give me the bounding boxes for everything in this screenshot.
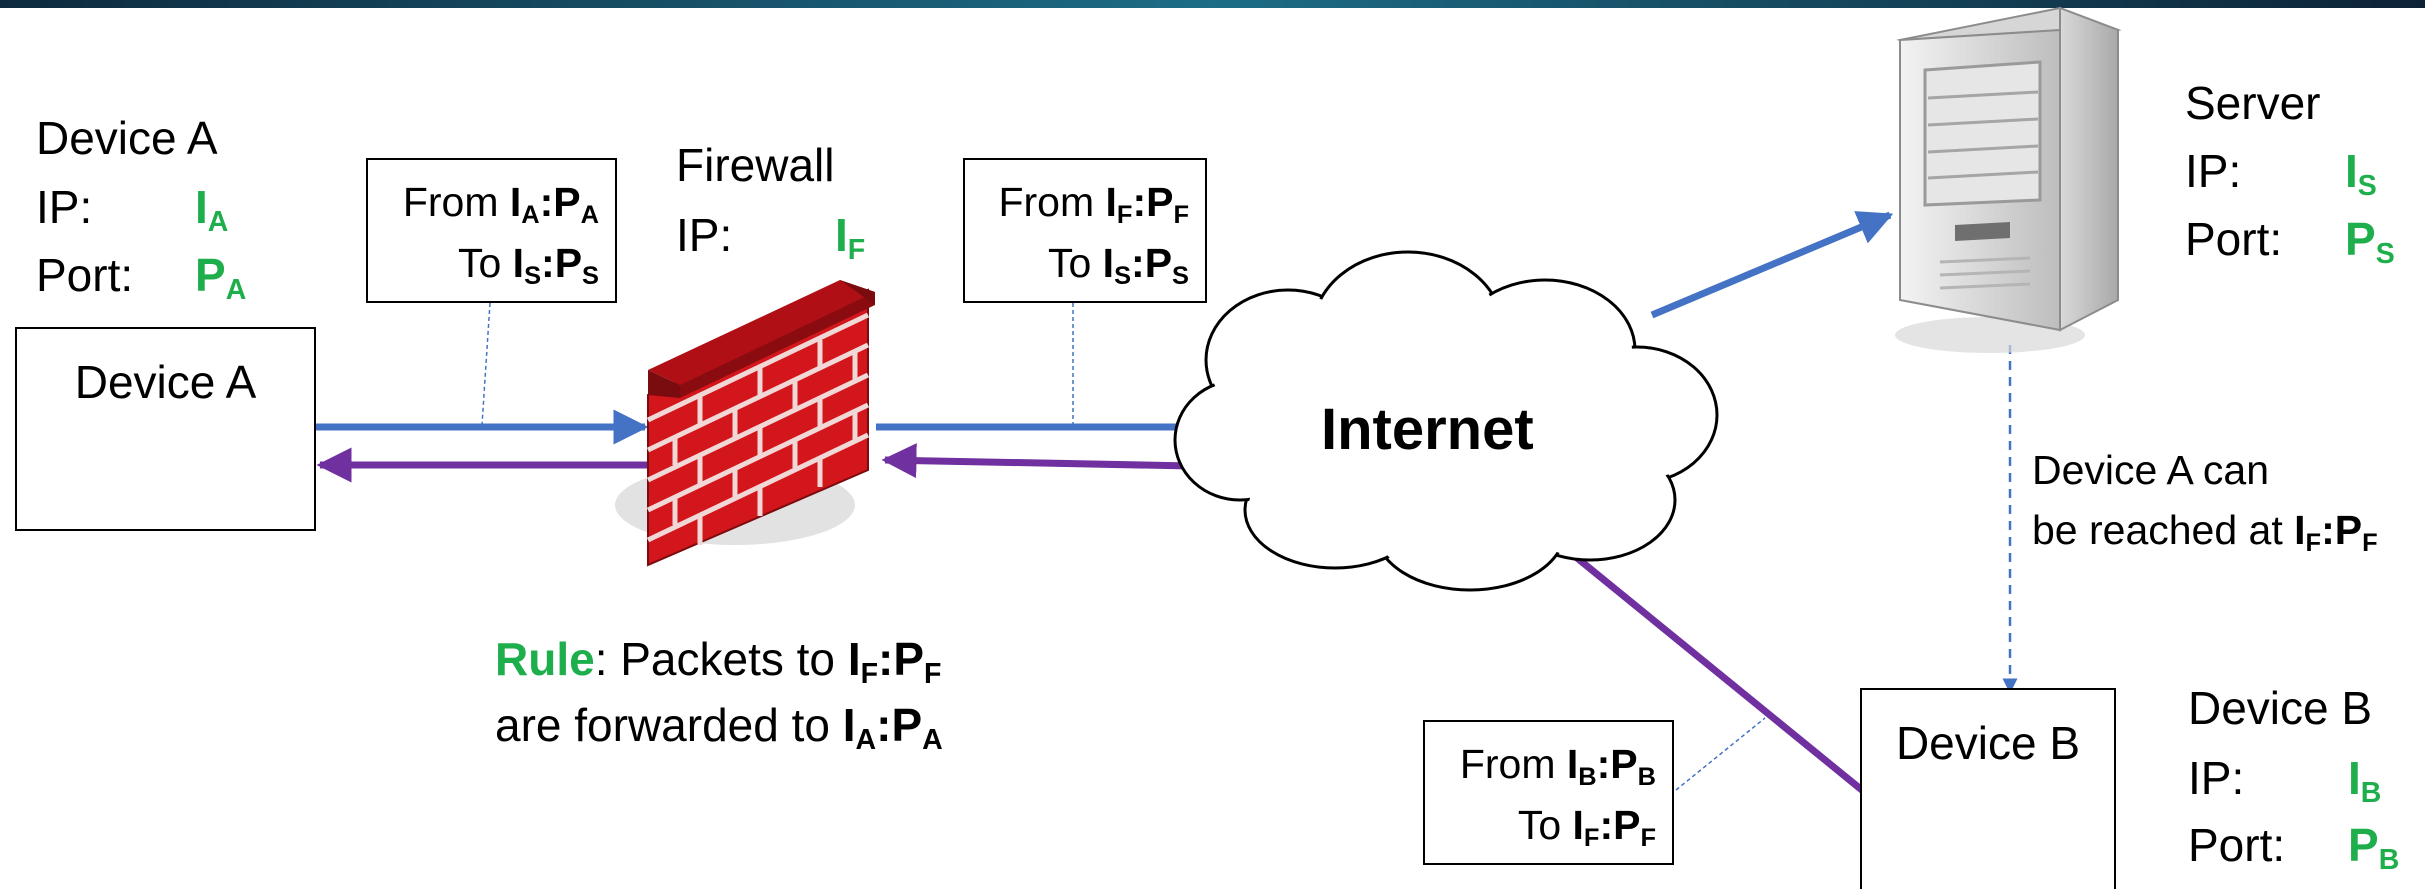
device-b-port-value: PB: [2348, 819, 2400, 876]
device-a-port-value: PA: [195, 249, 247, 306]
internet-cloud: [1173, 250, 1719, 592]
packet1-to: To IS:PS: [457, 240, 599, 291]
device-a-name: Device A: [36, 112, 218, 164]
packet2-box: From IF:PF To IS:PS: [963, 158, 1207, 303]
top-banner-strip: [0, 0, 2425, 8]
server-ip-label: IP:: [2185, 145, 2242, 197]
packet1-connector: [481, 302, 491, 426]
server-name: Server: [2185, 77, 2321, 129]
server-port-label: Port:: [2185, 213, 2283, 265]
server-tower-icon: [1895, 6, 2122, 353]
packet3-to: To IF:PF: [1517, 802, 1656, 853]
arrow-internet-to-firewall: [881, 443, 1193, 479]
device-b-ip-value: IB: [2348, 752, 2382, 809]
packet1-box: From IA:PA To IS:PS: [366, 158, 617, 303]
device-b-ip-label: IP:: [2188, 752, 2245, 804]
packet2-from: From IF:PF: [998, 179, 1189, 230]
packet2-to: To IS:PS: [1047, 240, 1189, 291]
forwarding-rule-line1: Rule: Packets to IF:PF: [495, 633, 942, 690]
device-a-box-title: Device A: [74, 356, 257, 408]
device-a-box: Device A: [15, 327, 316, 531]
device-a-port-label: Port:: [36, 249, 134, 301]
rule-word: Rule: [495, 633, 595, 685]
firewall-ip-label: IP:: [676, 209, 733, 261]
device-b-name: Device B: [2188, 682, 2373, 734]
internet-label: Internet: [1321, 397, 1534, 462]
server-ip-value: IS: [2345, 145, 2377, 202]
forwarding-rule-line2: are forwarded to IA:PA: [495, 699, 943, 756]
device-b-port-label: Port:: [2188, 819, 2286, 871]
device-a-ip-value: IA: [195, 181, 229, 238]
firewall-ip-value: IF: [835, 209, 866, 266]
device-b-box-title: Device B: [1895, 717, 2081, 769]
packet1-from: From IA:PA: [402, 179, 599, 230]
reach-note-line2: be reached at IF:PF: [2032, 507, 2378, 558]
arrow-internet-to-server: [1650, 211, 1894, 319]
device-a-ip-label: IP:: [36, 181, 93, 233]
reach-note-line1: Device A can: [2032, 447, 2270, 493]
line-device-b-to-internet: [1552, 537, 1871, 798]
packet3-box: From IB:PB To IF:PF: [1423, 720, 1674, 865]
firewall-name: Firewall: [676, 139, 835, 191]
firewall-brick-wall-icon: [615, 280, 875, 567]
packet3-from: From IB:PB: [1459, 741, 1656, 792]
packet3-connector: [1675, 717, 1766, 791]
server-port-value: PS: [2345, 213, 2395, 270]
device-b-box: Device B: [1860, 688, 2116, 889]
